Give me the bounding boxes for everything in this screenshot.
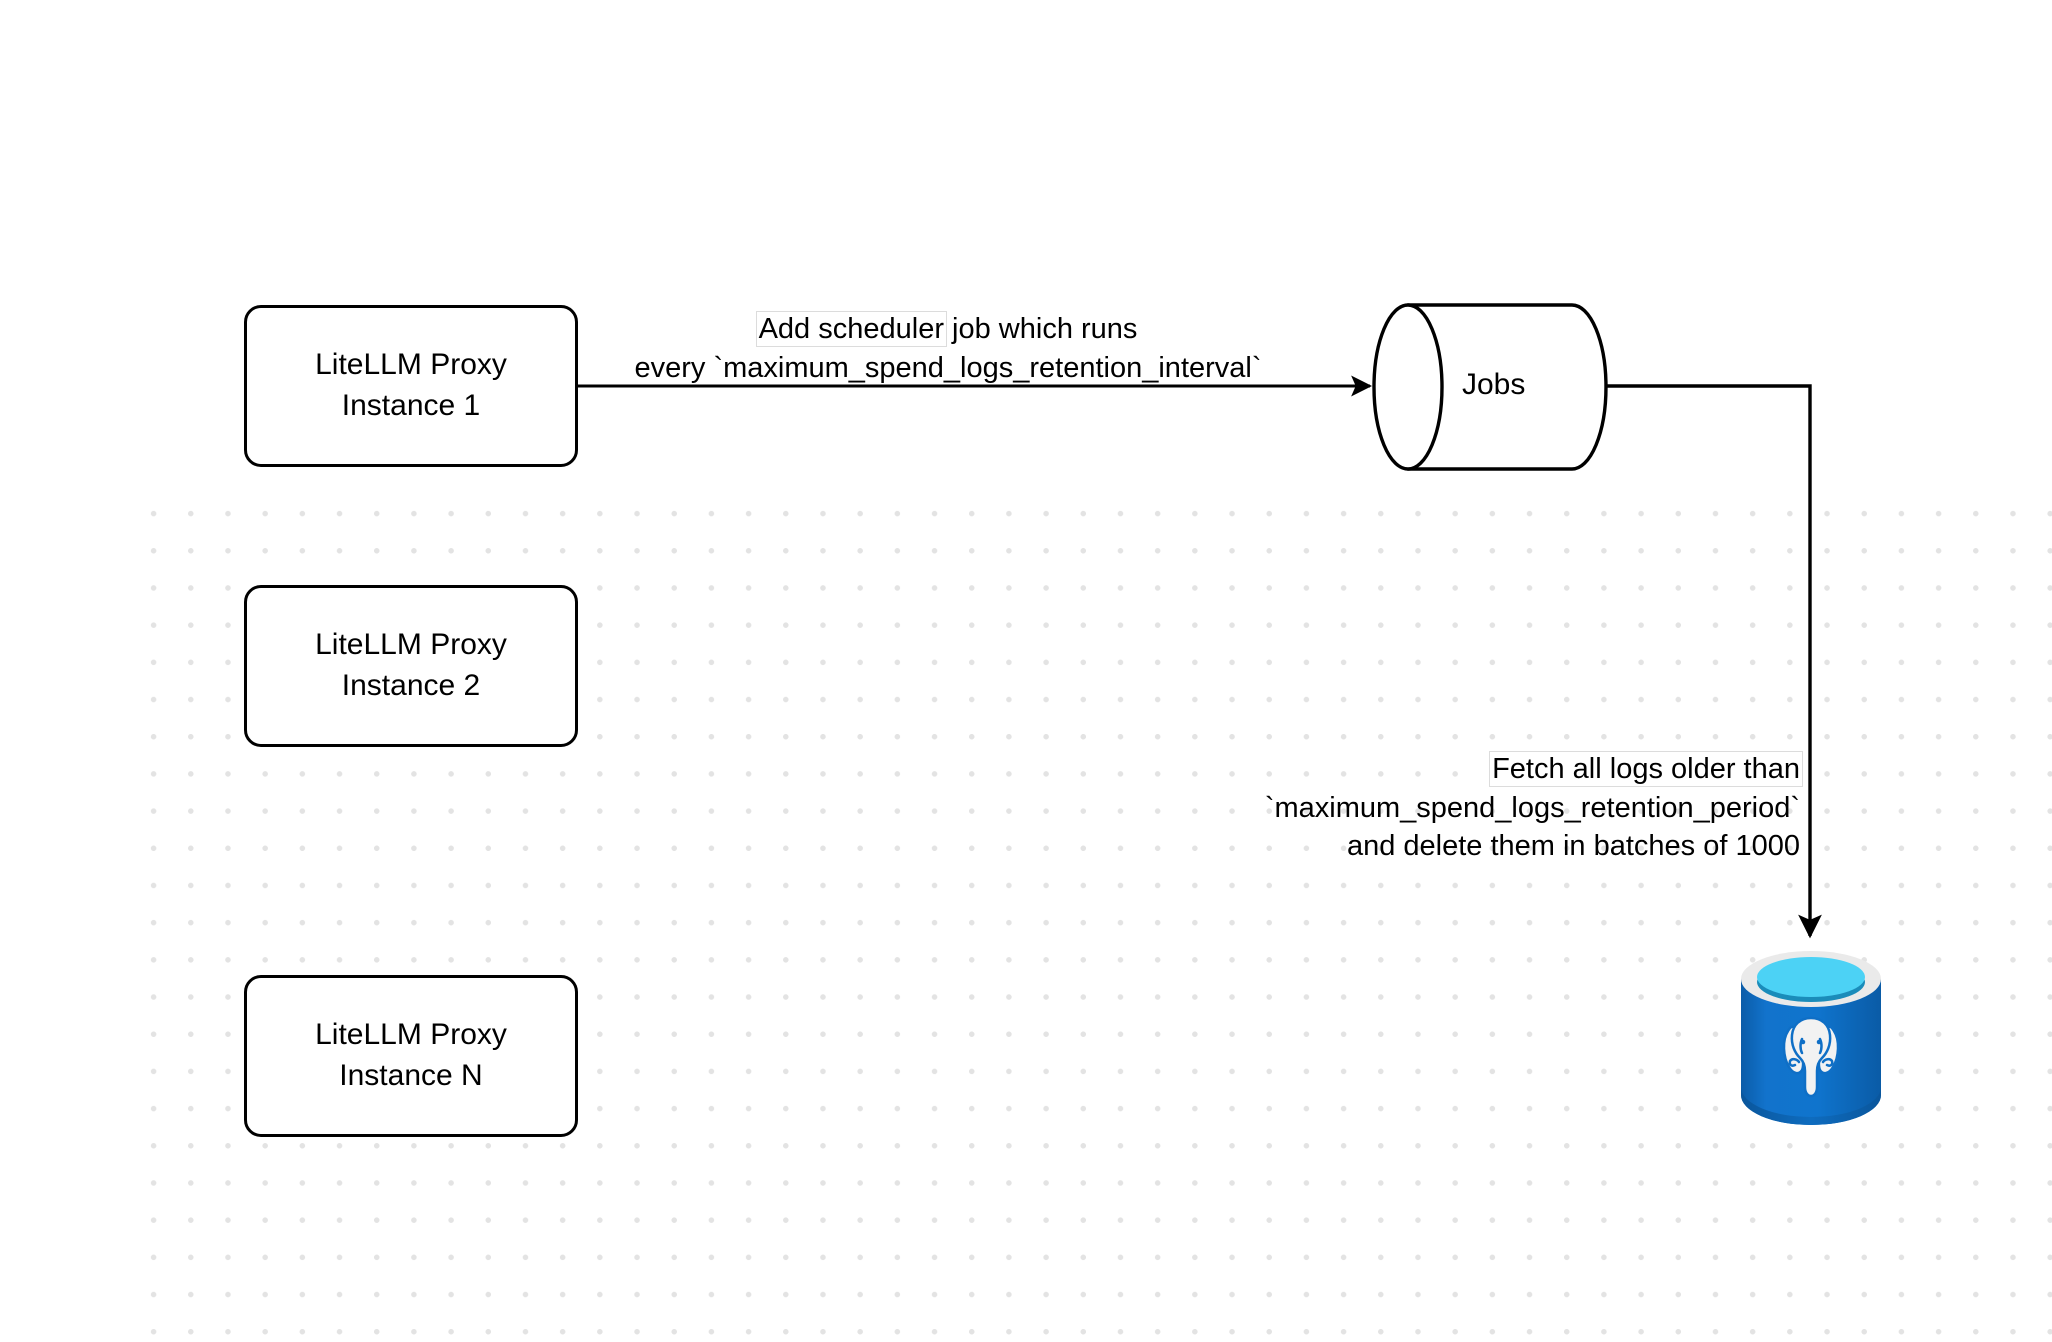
node-label-line2: Instance 2	[341, 669, 481, 702]
edge-label-fetch-line1-wrap: Fetch all logs older than	[1140, 750, 1802, 789]
node-litellm-proxy-instance-n[interactable]: LiteLLM Proxy Instance N	[244, 975, 578, 1137]
edge-label-scheduler-highlight: Add scheduler	[756, 312, 946, 346]
node-label-line2: Instance N	[339, 1059, 483, 1092]
edge-label-scheduler-line1-rest: job which runs	[943, 313, 1138, 345]
node-postgres-database[interactable]	[1735, 945, 1887, 1131]
database-liquid	[1757, 957, 1865, 997]
database-bottom-shade	[1741, 1087, 1881, 1125]
node-label-line1: LiteLLM Proxy	[315, 628, 507, 662]
edge-label-scheduler: Add scheduler job which runs every `maxi…	[618, 310, 1278, 387]
node-jobs-cylinder[interactable]	[1370, 296, 1610, 478]
jobs-cylinder-cap	[1372, 303, 1444, 471]
node-litellm-proxy-instance-2[interactable]: LiteLLM Proxy Instance 2	[244, 585, 578, 747]
edge-label-scheduler-line2: every `maximum_spend_logs_retention_inte…	[634, 351, 1262, 384]
edge-label-fetch-line3: and delete them in batches of 1000	[1346, 830, 1800, 863]
edge-label-fetch-highlight: Fetch all logs older than	[1490, 752, 1802, 786]
edge-label-fetch-line2: `maximum_spend_logs_retention_period`	[1264, 791, 1800, 824]
node-label-line1: LiteLLM Proxy	[315, 348, 507, 382]
node-litellm-proxy-instance-1[interactable]: LiteLLM Proxy Instance 1	[244, 305, 578, 467]
jobs-cylinder-body	[1406, 303, 1608, 471]
node-label-line1: LiteLLM Proxy	[315, 1018, 507, 1052]
node-label-line2: Instance 1	[341, 389, 481, 422]
node-jobs-label: Jobs	[1462, 368, 1526, 401]
edge-label-scheduler-line1: Add scheduler job which runs	[618, 310, 1278, 349]
postgresql-elephant-icon	[1782, 1016, 1840, 1098]
edge-label-fetch: Fetch all logs older than `maximum_spend…	[1140, 750, 1802, 866]
